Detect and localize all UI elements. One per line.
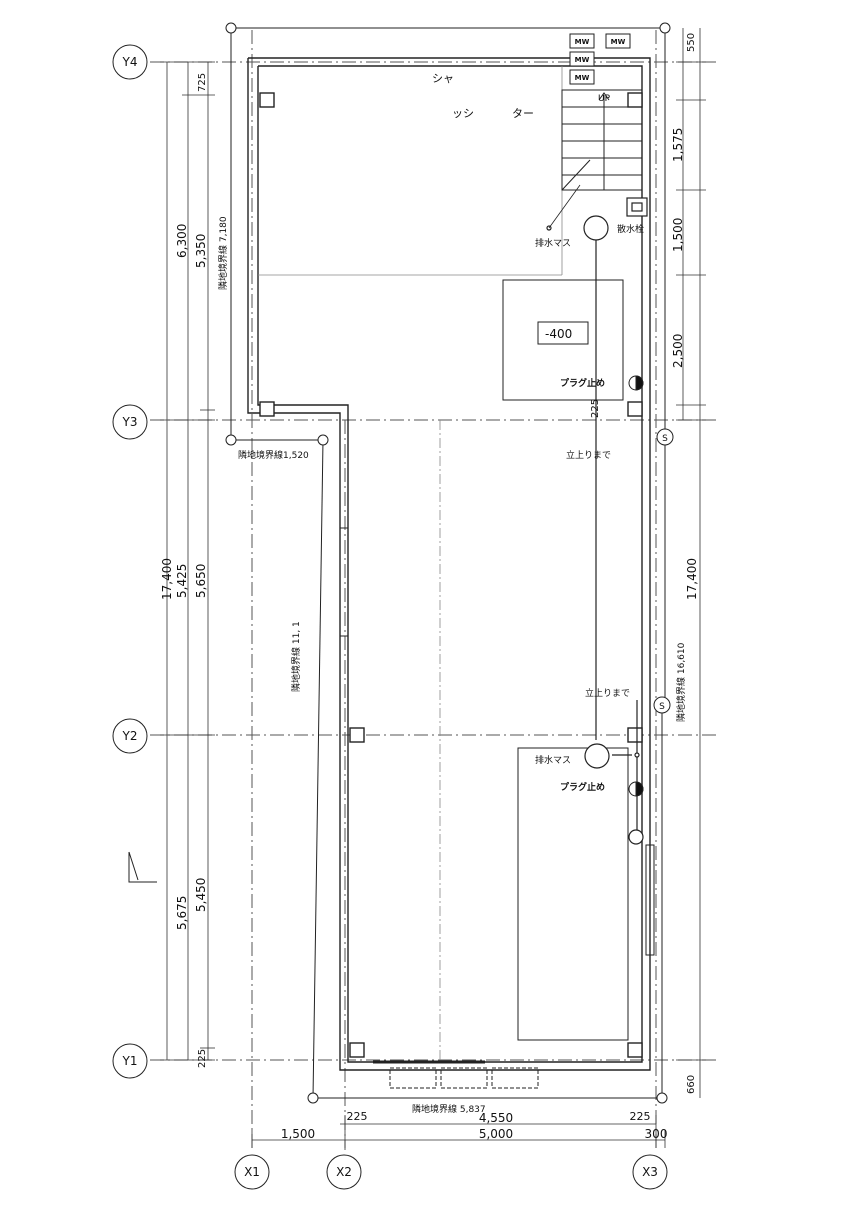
level-label: -400 xyxy=(545,327,572,341)
north-arrow-icon xyxy=(128,851,157,883)
dim-bottom-x1-x2: 1,500 xyxy=(281,1127,315,1141)
dim-left-middle: 5,425 xyxy=(175,564,189,598)
plug-top-label: プラグ止め xyxy=(560,377,605,389)
bottom-openings xyxy=(373,1060,539,1089)
mw-label-1: MW xyxy=(575,38,590,46)
water-drain-label: 散水栓 xyxy=(617,223,644,235)
up-label: UP xyxy=(598,94,611,104)
mw-box-4 xyxy=(569,69,595,85)
columns xyxy=(259,92,643,1058)
dim-right-d4: 225 xyxy=(590,399,601,418)
dim-bottom-left-offset: 225 xyxy=(347,1110,368,1123)
boundary-right-label: 隣地境界線 16,610 xyxy=(675,642,687,722)
grid-label-y4: Y4 xyxy=(122,55,138,69)
column-y4-x1 xyxy=(259,92,275,108)
grid-bubble-x3 xyxy=(632,1154,668,1190)
mw-meters xyxy=(569,33,631,85)
grid-bubble-x2 xyxy=(326,1154,362,1190)
dim-right-bottom: 660 xyxy=(686,1075,697,1094)
column-y1-x2 xyxy=(349,1042,365,1058)
dim-right-d1: 1,575 xyxy=(671,128,685,162)
dim-right-top: 550 xyxy=(686,33,697,52)
column-y2-x3 xyxy=(627,727,643,743)
grid-bubble-y4 xyxy=(112,44,148,80)
s-mark-label-2: S xyxy=(659,702,665,712)
dim-left-top-offset: 725 xyxy=(197,73,208,92)
dim-bottom-inner: 4,550 xyxy=(479,1111,513,1125)
dim-left-upper-inner: 5,350 xyxy=(194,234,208,268)
mw-box-3 xyxy=(569,51,595,67)
grid-lines xyxy=(150,30,720,1150)
pit-area xyxy=(502,279,624,401)
dim-bottom-end: 300 xyxy=(645,1127,668,1141)
shutter-label-b: ッシ xyxy=(452,107,474,120)
drain-basin-bottom-label: 排水マス xyxy=(535,754,571,766)
drain-basin-bottom xyxy=(584,743,610,769)
grid-bubble-y3 xyxy=(112,404,148,440)
bottom-dimension-lines xyxy=(251,1115,666,1148)
dim-right-d2: 1,500 xyxy=(671,218,685,252)
s-marks xyxy=(653,428,674,714)
drain-line xyxy=(546,184,648,845)
dim-bottom-right-offset: 225 xyxy=(630,1110,651,1123)
mw-label-3: MW xyxy=(575,56,590,64)
grid-bubble-y2 xyxy=(112,718,148,754)
shutter-label-a: シャ xyxy=(432,72,454,85)
grid-label-y1: Y1 xyxy=(122,1054,138,1068)
rise-bottom-label: 立上りまで xyxy=(585,687,630,699)
dim-left-bottom-offset: 225 xyxy=(197,1049,208,1068)
column-y1-x3 xyxy=(627,1042,643,1058)
dim-left-upper: 6,300 xyxy=(175,224,189,258)
dim-left-lower-inner: 5,450 xyxy=(194,878,208,912)
s-mark-label: S xyxy=(662,434,668,444)
interior-guides xyxy=(258,66,563,1060)
grid-label-x3: X3 xyxy=(642,1165,658,1179)
left-dimension-lines xyxy=(160,61,215,1061)
column-y4-x3 xyxy=(627,92,643,108)
boundary-upper-left-label: 隣地境界線 7,180 xyxy=(217,216,229,290)
dim-left-total: 17,400 xyxy=(160,558,174,600)
grid-label-y2: Y2 xyxy=(122,729,138,743)
plug-markers xyxy=(628,375,644,797)
right-dimension-lines xyxy=(676,28,706,1098)
boundary-bottom-label: 隣地境界線 5,837 xyxy=(412,1103,486,1115)
column-y3-x1 xyxy=(259,401,275,417)
boundary-left-long-label: 隣地境界線 11, 1 xyxy=(290,621,302,692)
plug-bottom-label: プラグ止め xyxy=(560,781,605,793)
grid-bubble-y1 xyxy=(112,1043,148,1079)
boundary-mid-label: 隣地境界線1,520 xyxy=(238,449,309,461)
dim-right-d3: 2,500 xyxy=(671,334,685,368)
mw-box-2 xyxy=(605,33,631,49)
dim-bottom-x2-x3: 5,000 xyxy=(479,1127,513,1141)
column-y3-x3 xyxy=(627,401,643,417)
mw-box-1 xyxy=(569,33,595,49)
grid-label-x2: X2 xyxy=(336,1165,352,1179)
mw-label-2: MW xyxy=(611,38,626,46)
grid-bubbles xyxy=(112,44,668,1190)
dim-left-lower: 5,675 xyxy=(175,896,189,930)
building-walls xyxy=(247,57,651,1071)
column-y2-x2 xyxy=(349,727,365,743)
grid-bubble-x1 xyxy=(234,1154,270,1190)
mw-label-4: MW xyxy=(575,74,590,82)
dim-left-middle-inner: 5,650 xyxy=(194,564,208,598)
stair xyxy=(561,89,643,191)
drain-basin-top-label: 排水マス xyxy=(535,237,571,249)
grid-label-y3: Y3 xyxy=(122,415,138,429)
shutter-label-c: ター xyxy=(512,107,534,120)
rise-top-label: 立上りまで xyxy=(566,449,611,461)
lower-enclosure xyxy=(339,527,655,1041)
dim-right-total: 17,400 xyxy=(685,558,699,600)
grid-label-x1: X1 xyxy=(244,1165,260,1179)
drain-basin-top xyxy=(583,215,609,241)
site-boundary xyxy=(225,22,671,1104)
